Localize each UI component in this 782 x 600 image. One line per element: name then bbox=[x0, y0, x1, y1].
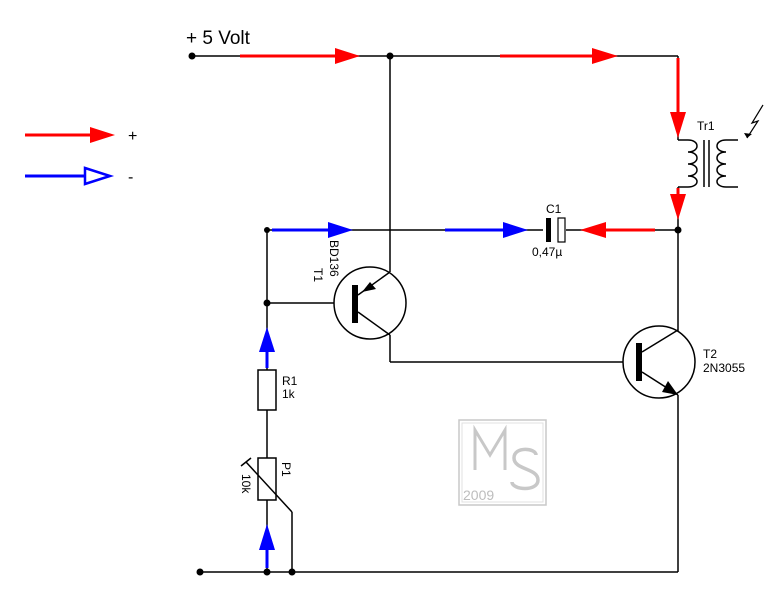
transformer-tr1: Tr1 bbox=[678, 104, 764, 188]
logo-s-shape bbox=[510, 447, 540, 491]
legend: + - bbox=[25, 127, 137, 186]
r1-ref: R1 bbox=[282, 374, 298, 388]
t1-ref: T1 bbox=[311, 268, 325, 282]
r1-value: 1k bbox=[282, 387, 296, 401]
capacitor-value: 0,47µ bbox=[532, 245, 562, 259]
transistor-t2: T2 2N3055 bbox=[622, 325, 745, 399]
capacitor-ref: C1 bbox=[546, 202, 562, 216]
spark-icon bbox=[746, 104, 764, 139]
legend-negative-symbol: - bbox=[128, 169, 133, 186]
p1-value: 10k bbox=[239, 474, 253, 494]
supply-label: + 5 Volt bbox=[186, 28, 251, 49]
legend-red-arrow-icon bbox=[90, 127, 115, 143]
t2-ref: T2 bbox=[703, 347, 717, 361]
p1-ref: P1 bbox=[279, 462, 293, 477]
positive-flow-arrows bbox=[240, 48, 686, 238]
watermark-year: 2009 bbox=[463, 487, 494, 503]
t1-type: BD136 bbox=[327, 240, 341, 277]
ms-logo-watermark: 2009 bbox=[458, 419, 547, 506]
potentiometer-p1: P1 10k bbox=[239, 457, 293, 513]
transformer-ref: Tr1 bbox=[697, 119, 715, 133]
negative-flow-arrows bbox=[259, 222, 528, 568]
t2-type: 2N3055 bbox=[703, 361, 745, 375]
resistor-r1: R1 1k bbox=[257, 369, 298, 411]
legend-blue-hollow-arrow-icon bbox=[83, 166, 115, 186]
capacitor-c1: C1 0,47µ bbox=[532, 202, 566, 259]
logo-m-shape bbox=[473, 424, 507, 470]
legend-positive-symbol: + bbox=[128, 128, 137, 145]
junction-dots bbox=[188, 52, 682, 576]
transistor-t1: BD136 T1 bbox=[311, 240, 407, 340]
